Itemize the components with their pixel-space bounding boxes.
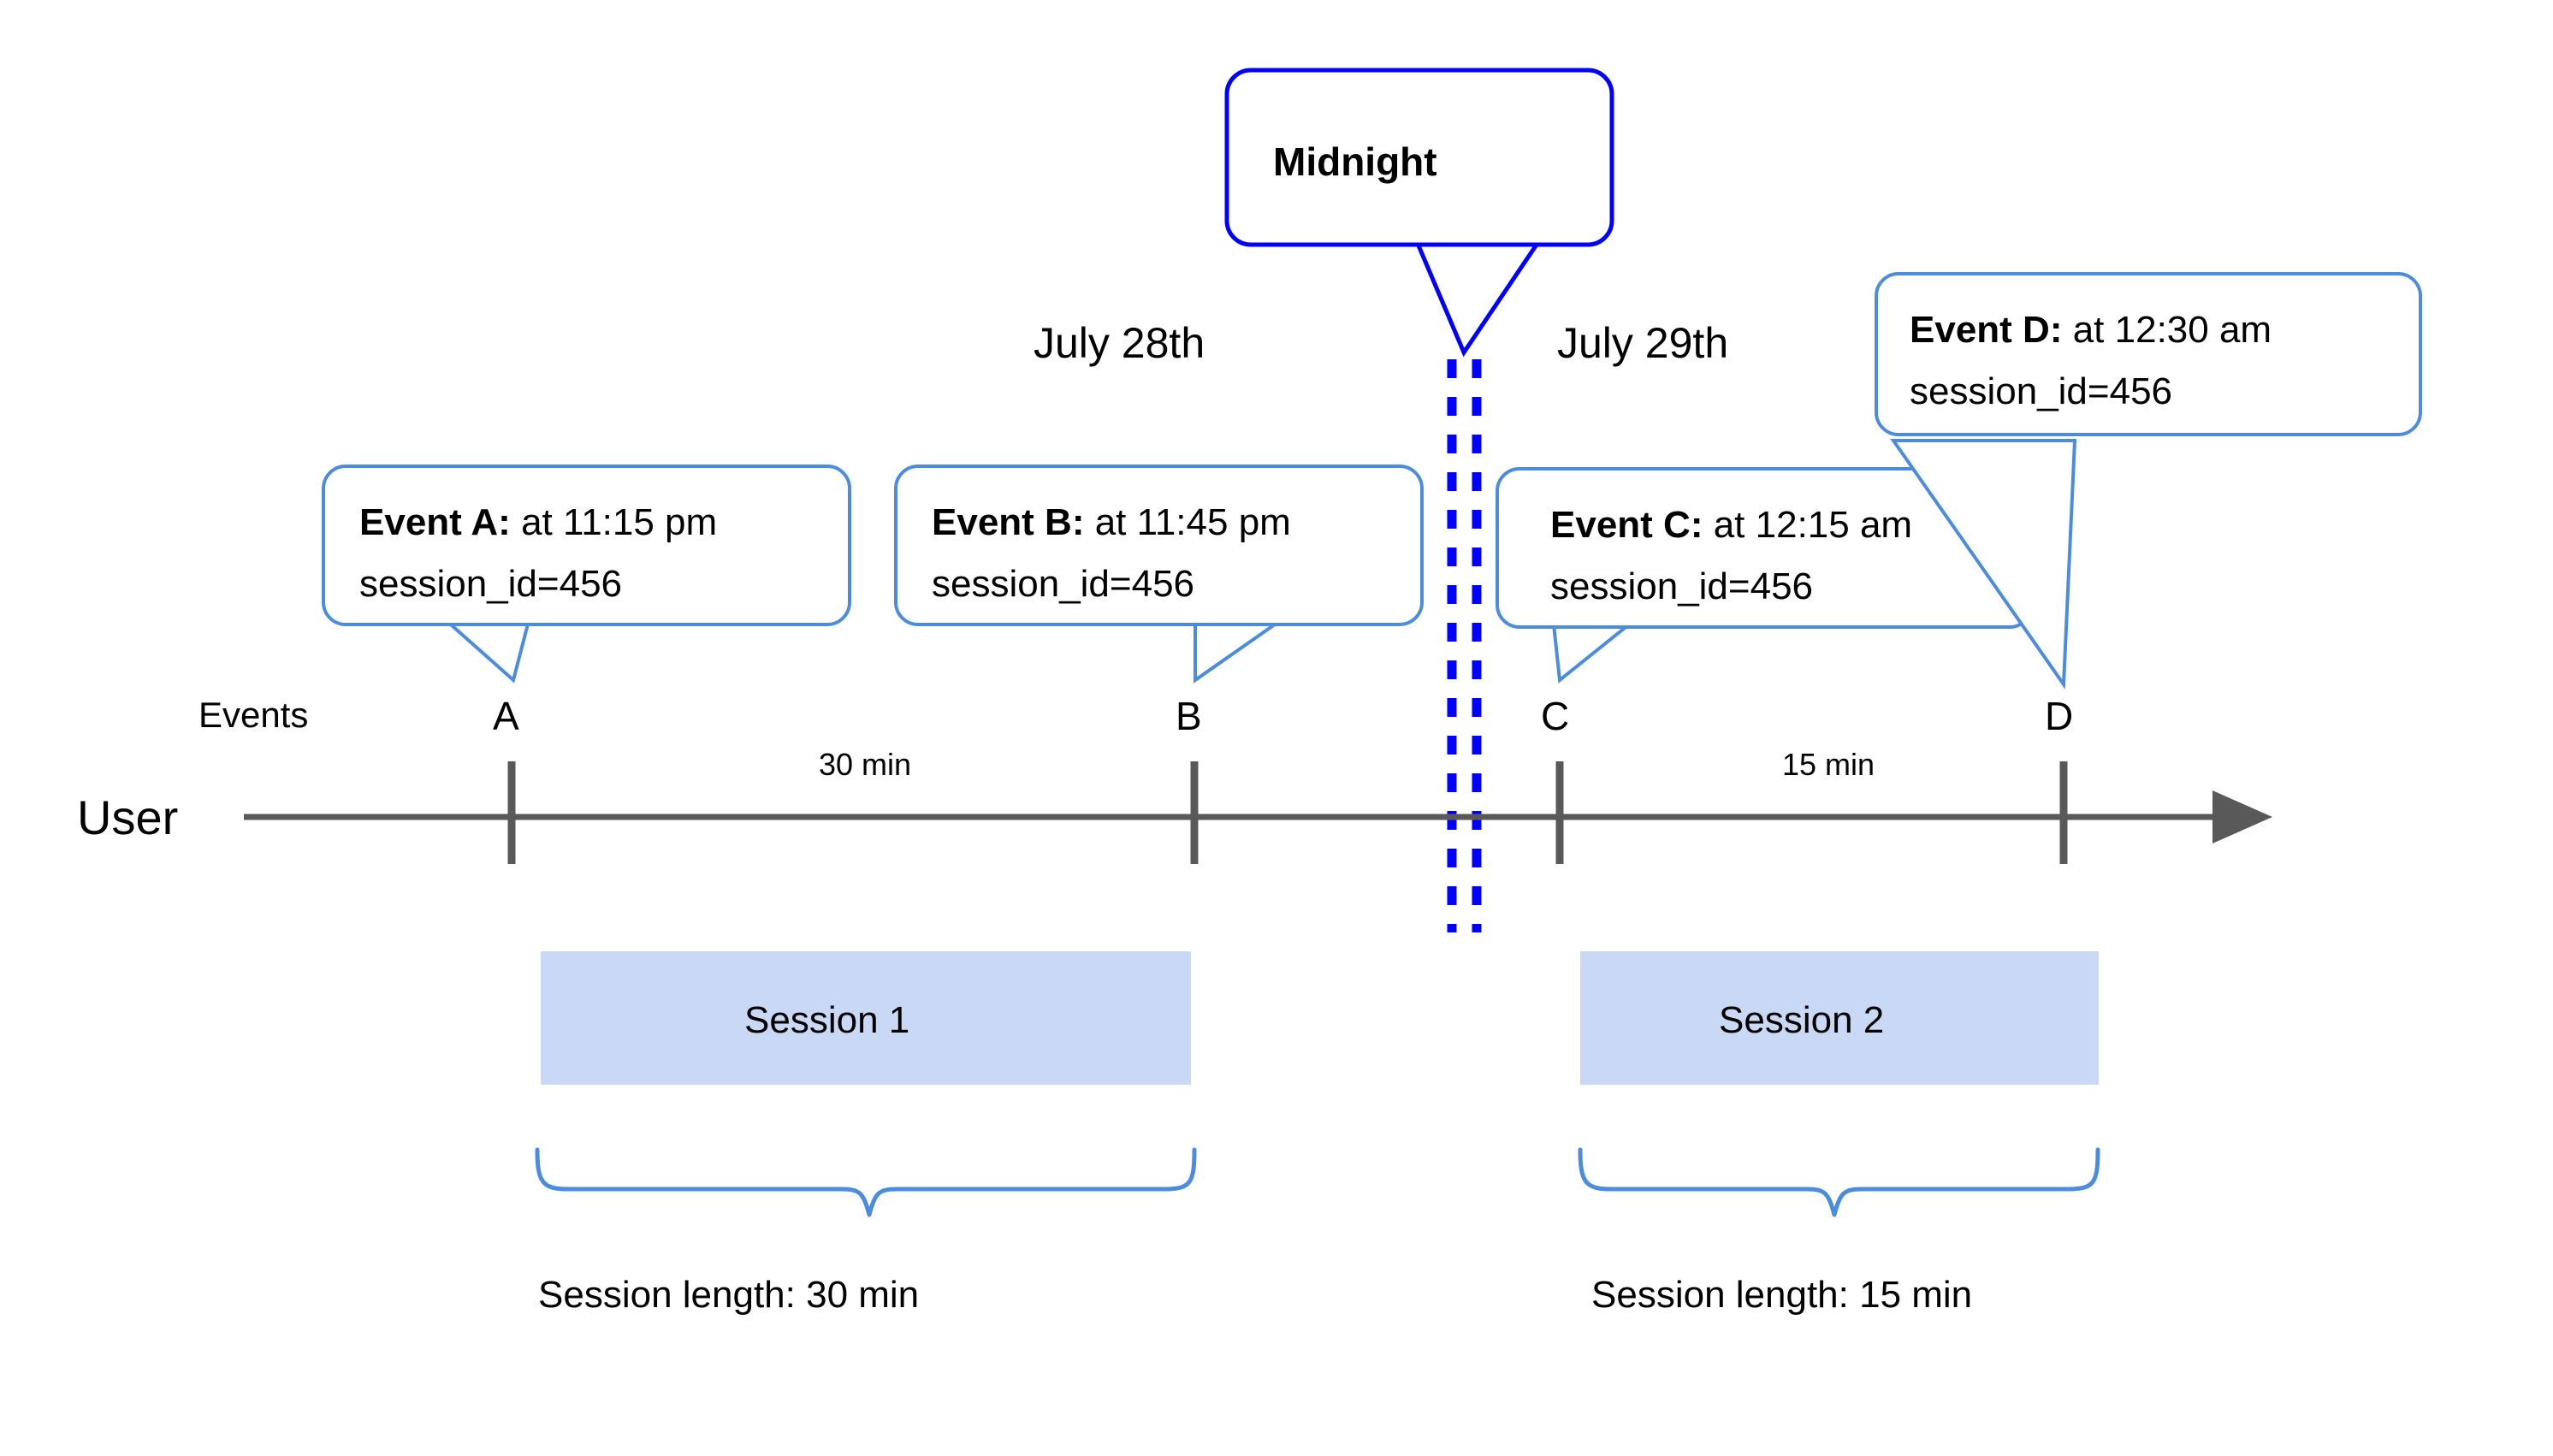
date-label-july-29: July 29th	[1557, 319, 1728, 367]
event-callout-a-line1: Event A: at 11:15 pm	[359, 501, 717, 543]
event-marker-label-a: A	[493, 694, 519, 738]
session-bar-2[interactable]: Session 2	[1580, 951, 2099, 1085]
date-label-july-28: July 28th	[1034, 319, 1205, 367]
event-callout-a-rest: at 11:15 pm	[511, 501, 717, 543]
event-marker-label-c: C	[1541, 694, 1569, 738]
timeline-axis	[244, 790, 2272, 843]
duration-label-15min: 15 min	[1782, 747, 1875, 782]
event-callout-a-bold: Event A:	[359, 501, 511, 543]
event-callout-b-bold: Event B:	[932, 501, 1084, 543]
midnight-callout-box	[1224, 68, 1614, 247]
event-callout-d-bold: Event D:	[1910, 309, 2062, 351]
event-callout-c-bold: Event C:	[1550, 504, 1703, 546]
session-1-length-label: Session length: 30 min	[538, 1274, 919, 1316]
event-callout-d-line2: session_id=456	[1910, 370, 2172, 412]
event-callout-d-line1: Event D: at 12:30 am	[1910, 309, 2272, 351]
session-bar-2-rect	[1580, 951, 2099, 1085]
event-callout-c-line1: Event C: at 12:15 am	[1550, 504, 1912, 546]
session-bar-2-label: Session 2	[1719, 999, 1884, 1041]
lane-label-events: Events	[198, 695, 308, 735]
event-callout-c[interactable]: Event C: at 12:15 am session_id=456	[1496, 467, 2034, 684]
event-marker-label-d: D	[2045, 694, 2073, 738]
event-callout-c-rest: at 12:15 am	[1703, 504, 1912, 546]
session-1-brace	[535, 1147, 1197, 1217]
event-callout-d[interactable]: Event D: at 12:30 am session_id=456	[1875, 272, 2422, 690]
midnight-dashed-lines	[1447, 359, 1482, 932]
midnight-callout-label: Midnight	[1273, 139, 1437, 184]
session-bar-1-label: Session 1	[744, 999, 909, 1041]
event-callout-a[interactable]: Event A: at 11:15 pm session_id=456	[322, 465, 851, 684]
event-callout-b-line1: Event B: at 11:45 pm	[932, 501, 1291, 543]
session-2-length-label: Session length: 15 min	[1591, 1274, 1972, 1316]
event-callout-c-line2: session_id=456	[1550, 565, 1813, 607]
duration-label-30min: 30 min	[819, 747, 911, 782]
event-callout-b[interactable]: Event B: at 11:45 pm session_id=456	[894, 465, 1424, 684]
event-callout-a-box	[322, 465, 851, 626]
axis-arrow-icon	[2212, 790, 2272, 843]
session-2-brace	[1578, 1147, 2100, 1217]
event-callout-d-box	[1875, 272, 2422, 436]
event-callout-b-rest: at 11:45 pm	[1084, 501, 1290, 543]
event-callout-d-rest: at 12:30 am	[2062, 309, 2272, 351]
lane-label-user: User	[77, 790, 178, 844]
event-marker-label-b: B	[1176, 694, 1202, 738]
event-callout-b-box	[894, 465, 1424, 626]
event-tick-marks	[507, 761, 2068, 864]
event-callout-b-line2: session_id=456	[932, 563, 1194, 605]
midnight-callout-tail	[1413, 237, 1544, 358]
event-callout-a-line2: session_id=456	[359, 563, 622, 605]
session-bar-1[interactable]: Session 1	[541, 951, 1191, 1085]
event-callout-d-tail	[1890, 439, 2077, 690]
midnight-callout[interactable]: Midnight	[1224, 68, 1614, 358]
session-bar-1-rect	[541, 951, 1191, 1085]
